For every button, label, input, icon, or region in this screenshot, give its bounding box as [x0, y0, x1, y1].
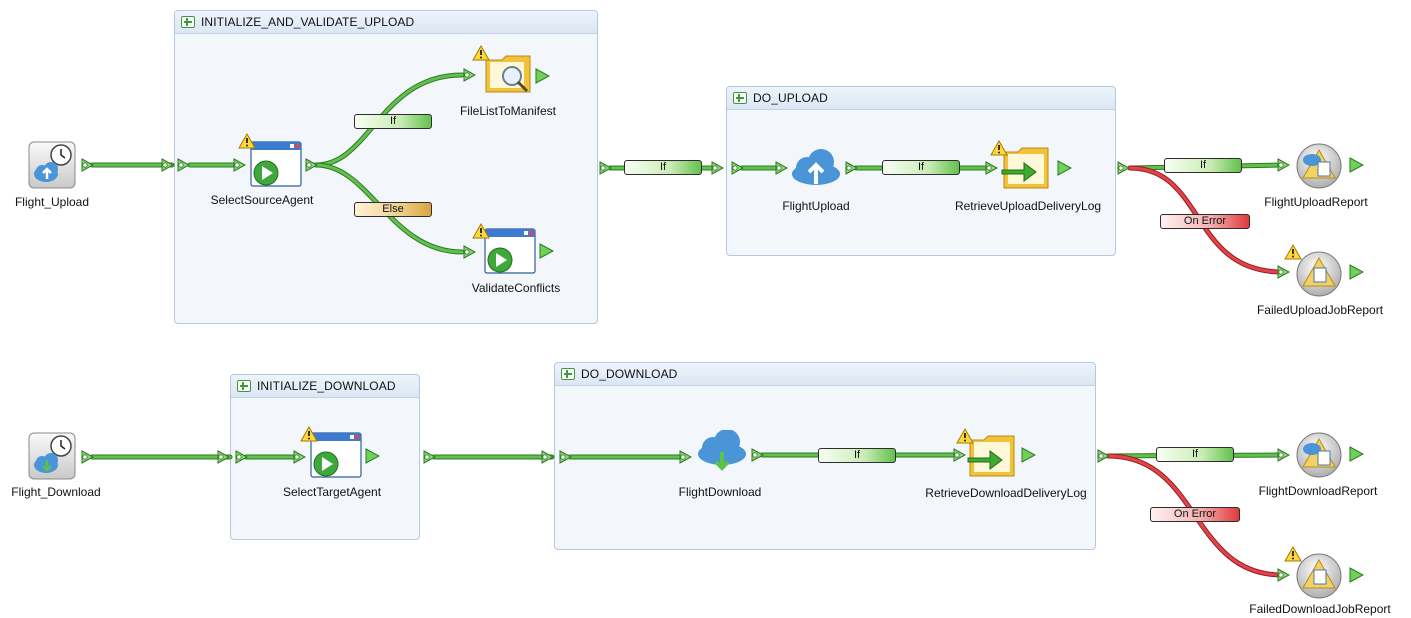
on-error-condition[interactable]: On Error: [1150, 507, 1240, 522]
folder-arrow-icon[interactable]: [998, 144, 1052, 192]
output-arrow[interactable]: [1348, 567, 1364, 583]
report-icon[interactable]: [1294, 142, 1344, 190]
warning-icon: [1284, 244, 1302, 260]
warning-icon: [238, 133, 256, 149]
port-arrow[interactable]: [234, 450, 248, 464]
group-header: INITIALIZE_AND_VALIDATE_UPLOAD: [175, 11, 597, 34]
if-condition[interactable]: If: [882, 160, 960, 175]
group-icon: [733, 92, 747, 104]
report-icon[interactable]: [1294, 250, 1344, 298]
folder-arrow-icon[interactable]: [964, 432, 1018, 480]
port-arrow[interactable]: [292, 450, 306, 464]
port-arrow[interactable]: [304, 158, 318, 172]
port-arrow[interactable]: [80, 450, 94, 464]
port-arrow[interactable]: [844, 161, 858, 175]
port-arrow[interactable]: [216, 450, 230, 464]
port-arrow[interactable]: [422, 450, 436, 464]
else-condition[interactable]: Else: [354, 202, 432, 217]
port-arrow[interactable]: [540, 450, 554, 464]
output-arrow[interactable]: [1020, 447, 1036, 463]
port-arrow[interactable]: [462, 68, 476, 82]
node-label: FlightDownload: [678, 485, 762, 499]
warning-icon: [472, 45, 490, 61]
port-arrow[interactable]: [774, 161, 788, 175]
group-icon: [237, 380, 251, 392]
report-icon[interactable]: [1294, 431, 1344, 479]
group-title: DO_UPLOAD: [753, 91, 828, 105]
group-header: INITIALIZE_DOWNLOAD: [231, 375, 419, 398]
node-label: Flight_Download: [11, 485, 101, 499]
port-arrow[interactable]: [952, 448, 966, 462]
warning-icon: [990, 140, 1008, 156]
node-label: FailedUploadJobReport: [1256, 303, 1384, 317]
port-arrow[interactable]: [176, 158, 190, 172]
select-target-agent-icon[interactable]: [310, 432, 362, 480]
port-arrow[interactable]: [462, 245, 476, 259]
output-arrow[interactable]: [1056, 160, 1072, 176]
warning-icon: [1284, 546, 1302, 562]
on-error-condition[interactable]: On Error: [1160, 214, 1250, 229]
group-icon: [561, 368, 575, 380]
node-label: FailedDownloadJobReport: [1249, 602, 1391, 616]
output-arrow[interactable]: [1348, 264, 1364, 280]
port-arrow[interactable]: [984, 161, 998, 175]
if-condition[interactable]: If: [1156, 447, 1234, 462]
folder-search-icon[interactable]: [484, 52, 534, 96]
if-condition[interactable]: If: [818, 448, 896, 463]
report-icon[interactable]: [1294, 552, 1344, 600]
node-label: FlightDownloadReport: [1258, 484, 1378, 498]
output-arrow[interactable]: [1348, 157, 1364, 173]
warning-icon: [472, 223, 490, 239]
cloud-upload-icon[interactable]: [790, 146, 842, 186]
port-arrow[interactable]: [232, 158, 246, 172]
port-arrow[interactable]: [160, 158, 174, 172]
validate-conflicts-icon[interactable]: [484, 228, 536, 276]
group-title: INITIALIZE_AND_VALIDATE_UPLOAD: [201, 15, 415, 29]
port-arrow[interactable]: [710, 161, 724, 175]
output-arrow[interactable]: [364, 448, 380, 464]
if-condition[interactable]: If: [624, 160, 702, 175]
group-header: DO_UPLOAD: [727, 87, 1115, 110]
group-title: INITIALIZE_DOWNLOAD: [257, 379, 396, 393]
select-source-agent-icon[interactable]: [250, 141, 302, 189]
group-header: DO_DOWNLOAD: [555, 363, 1095, 386]
node-label: SelectTargetAgent: [282, 485, 382, 499]
node-label: SelectSourceAgent: [210, 193, 314, 207]
node-label: RetrieveUploadDeliveryLog: [954, 199, 1102, 213]
if-condition[interactable]: If: [1164, 158, 1242, 173]
port-arrow[interactable]: [598, 161, 612, 175]
node-label: FileListToManifest: [459, 104, 557, 118]
port-arrow[interactable]: [1276, 158, 1290, 172]
warning-icon: [956, 428, 974, 444]
node-label: RetrieveDownloadDeliveryLog: [925, 486, 1087, 500]
schedule-cloud-download-icon[interactable]: [28, 432, 76, 480]
port-arrow[interactable]: [1276, 265, 1290, 279]
schedule-cloud-upload-icon[interactable]: [28, 141, 76, 189]
port-arrow[interactable]: [1116, 161, 1130, 175]
port-arrow[interactable]: [678, 450, 692, 464]
node-label: ValidateConflicts: [471, 281, 561, 295]
port-arrow[interactable]: [80, 158, 94, 172]
port-arrow[interactable]: [1276, 568, 1290, 582]
group-icon: [181, 16, 195, 28]
node-label: FlightUploadReport: [1264, 195, 1368, 209]
port-arrow[interactable]: [558, 450, 572, 464]
port-arrow[interactable]: [750, 448, 764, 462]
group-title: DO_DOWNLOAD: [581, 367, 678, 381]
warning-icon: [300, 426, 318, 442]
port-arrow[interactable]: [730, 161, 744, 175]
port-arrow[interactable]: [1096, 449, 1110, 463]
node-label: FlightUpload: [782, 199, 850, 213]
output-arrow[interactable]: [538, 243, 554, 259]
output-arrow[interactable]: [534, 68, 550, 84]
cloud-download-icon[interactable]: [696, 430, 748, 472]
node-label: Flight_Upload: [14, 195, 90, 209]
if-condition[interactable]: If: [354, 114, 432, 129]
output-arrow[interactable]: [1348, 446, 1364, 462]
port-arrow[interactable]: [1276, 448, 1290, 462]
